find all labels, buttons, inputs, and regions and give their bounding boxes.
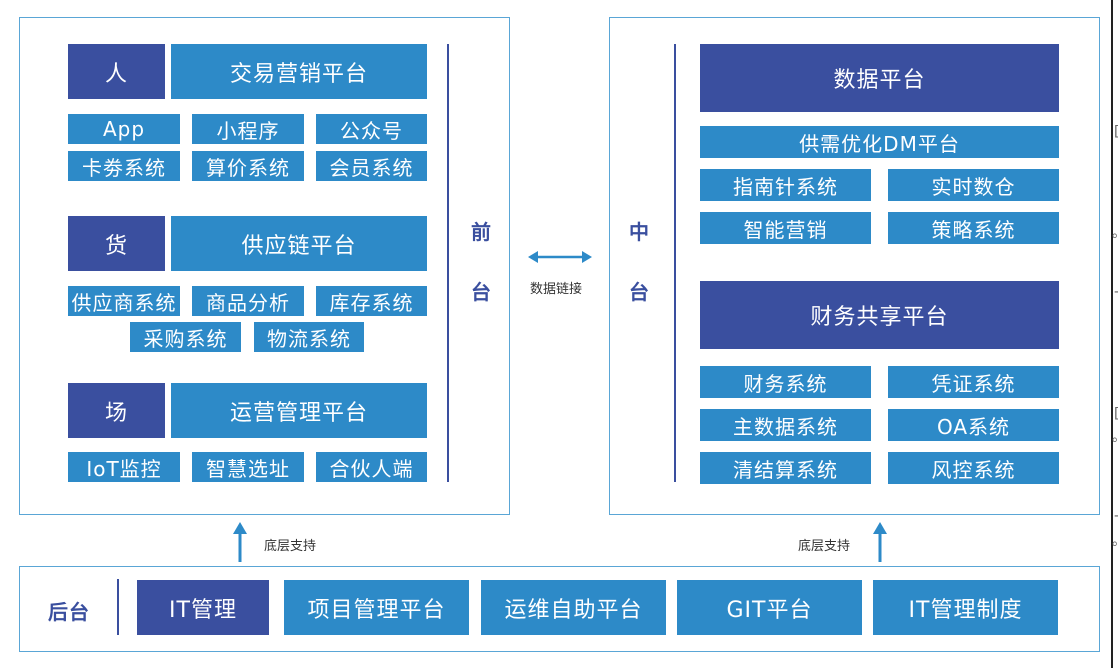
left-support-arrow-icon [233,522,247,562]
middle-label-char-2: 台 [629,280,649,304]
compass-system-box: 指南针系统 [700,169,871,201]
left-support-caption: 底层支持 [264,539,317,554]
iot-monitoring-box: IoT监控 [68,452,180,482]
coupon-system-box: 卡劵系统 [68,151,180,181]
edge-mark-3: - [1114,284,1118,300]
front-label-char-1: 前 [471,220,491,244]
master-data-system-box: 主数据系统 [700,409,871,441]
data-platform: 数据平台 [700,44,1059,112]
edge-mark-4: [ [1114,406,1118,422]
oa-system-box: OA系统 [888,409,1059,441]
logistics-system-box: 物流系统 [254,322,364,352]
inventory-system-box: 库存系统 [316,286,427,316]
operations-platform: 运营管理平台 [171,383,427,438]
it-management-policy-box: IT管理制度 [873,580,1058,635]
realtime-warehouse-box: 实时数仓 [888,169,1059,201]
front-divider [447,44,449,482]
purchase-system-box: 采购系统 [130,322,241,352]
smart-site-box: 智慧选址 [192,452,304,482]
ops-self-service-platform-box: 运维自助平台 [481,580,666,635]
settlement-system-box: 清结算系统 [700,452,871,484]
data-link-caption: 数据链接 [530,282,583,297]
pricing-system-box: 算价系统 [192,151,304,181]
it-management-box: IT管理 [137,580,269,635]
goods-label: 货 [68,216,165,271]
finance-shared-platform: 财务共享平台 [700,281,1059,349]
app-box: App [68,114,180,144]
right-edge-border [1111,0,1113,668]
edge-mark-2: 。 [1112,222,1118,242]
supply-chain-platform: 供应链平台 [171,216,427,271]
voucher-system-box: 凭证系统 [888,366,1059,398]
official-account-box: 公众号 [316,114,427,144]
person-label: 人 [68,44,165,99]
front-label-char-2: 台 [471,280,491,304]
bidirectional-arrow-icon [528,251,592,263]
back-office-label: 后台 [48,600,90,624]
finance-system-box: 财务系统 [700,366,871,398]
member-system-box: 会员系统 [316,151,427,181]
middle-label-char-1: 中 [629,220,649,244]
smart-marketing-box: 智能营销 [700,212,871,244]
product-analysis-box: 商品分析 [192,286,304,316]
project-management-platform-box: 项目管理平台 [284,580,469,635]
partner-portal-box: 合伙人端 [316,452,427,482]
back-divider [117,579,119,635]
edge-mark-7: 。 [1112,530,1118,550]
trade-marketing-platform: 交易营销平台 [171,44,427,99]
git-platform-box: GIT平台 [677,580,862,635]
edge-mark-6: - [1114,508,1118,524]
right-support-arrow-icon [873,522,887,562]
right-support-caption: 底层支持 [798,539,851,554]
supplier-system-box: 供应商系统 [68,286,180,316]
edge-mark-1: [ [1114,124,1118,140]
edge-mark-5: 。 [1112,426,1118,446]
mini-program-box: 小程序 [192,114,304,144]
dm-platform: 供需优化DM平台 [700,126,1059,158]
middle-divider [674,44,676,482]
place-label: 场 [68,383,165,438]
strategy-system-box: 策略系统 [888,212,1059,244]
risk-control-system-box: 风控系统 [888,452,1059,484]
